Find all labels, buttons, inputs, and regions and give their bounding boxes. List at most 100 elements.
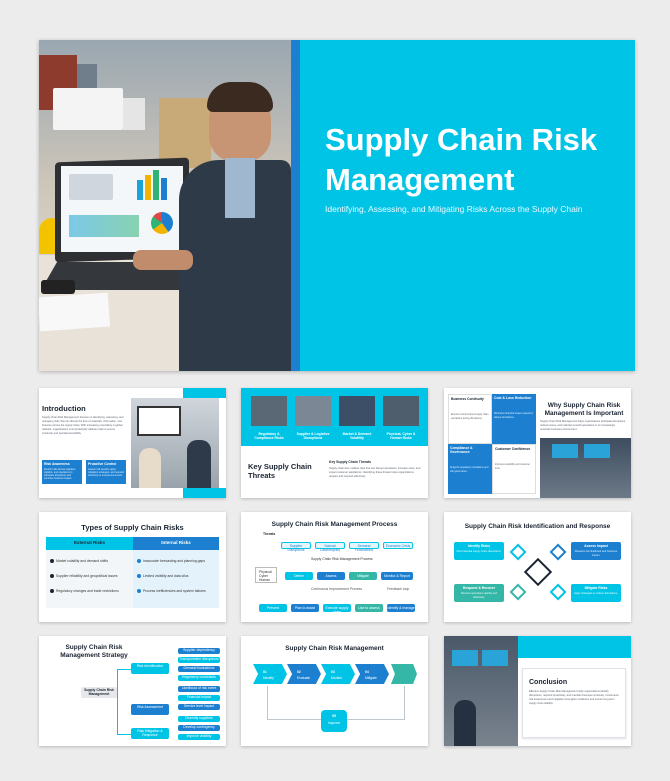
step-num: 01 <box>263 670 267 674</box>
respond-card: Respond & Recover Resolve operations qui… <box>454 584 504 602</box>
slide-why-important[interactable]: Business Continuity Ensures uninterrupte… <box>444 388 631 498</box>
cell-label: Cost & Loss Reduction <box>494 396 532 400</box>
monitor <box>552 444 578 458</box>
monitor <box>584 444 610 458</box>
why-cell: Customer Confidence Improves reliability… <box>492 444 536 494</box>
card-title: Assess Impact <box>584 544 608 548</box>
conclusion-title: Conclusion <box>529 679 568 686</box>
threat-box: Economic Crisis <box>383 542 413 549</box>
card-text: Find potential supply chain disruptions. <box>456 550 502 553</box>
outcome-step: Prevent <box>259 604 287 612</box>
bullet-icon <box>137 559 141 563</box>
step-num: 05 <box>332 714 336 718</box>
hero-title: Supply Chain Risk Management <box>325 122 598 197</box>
why-grid: Business Continuity Ensures uninterrupte… <box>448 394 536 494</box>
cell-label: Compliance & Governance <box>450 446 473 454</box>
identify-card: Identify Risks Find potential supply cha… <box>454 542 504 560</box>
conclusion-card <box>522 668 626 738</box>
slide-types-of-risks[interactable]: Types of Supply Chain Risks External Ris… <box>39 512 226 622</box>
threat-photo <box>295 396 331 426</box>
intro-body: Supply Chain Risk Management focuses on … <box>42 416 124 435</box>
improve-step: 05 Improve <box>321 710 347 732</box>
threat-type: Cyber <box>259 574 269 578</box>
strategy-branch: Risk Identification <box>131 663 169 674</box>
strategy-title: Supply Chain Risk Management Strategy <box>60 644 128 659</box>
slide-conclusion[interactable]: Conclusion Effective Supply Chain Risk M… <box>444 636 631 746</box>
diamond-icon <box>509 583 527 601</box>
boxes <box>159 98 211 168</box>
strategy-leaf: Service level impact <box>178 704 220 710</box>
diamond-icon <box>509 543 527 561</box>
step-label: Mitigate <box>365 676 377 680</box>
strategy-leaf: Supplier dependency <box>178 648 220 654</box>
internal-item: Limited visibility and data silos <box>143 574 189 578</box>
internal-header-label: Internal Risks <box>161 540 191 545</box>
chevron-step <box>321 664 355 684</box>
threat-tile-physical: Physical, Cyber & Human Risks <box>386 432 416 440</box>
why-title: Why Supply Chain Risk Management Is Impo… <box>544 402 624 417</box>
bullet-icon <box>137 589 141 593</box>
process-title: Supply Chain Risk Management Process <box>271 521 398 528</box>
chevron-step <box>355 664 389 684</box>
outcome-step: Plan to assist <box>291 604 319 612</box>
bar-graphic <box>161 178 167 200</box>
process-step: Mitigate <box>349 572 377 580</box>
connector-line <box>117 669 131 735</box>
slide-key-threats[interactable]: Regulatory & Compliance Risks Supplier &… <box>241 388 428 498</box>
man-hand <box>133 250 193 270</box>
slide-process-steps[interactable]: Supply Chain Risk Management 01 Identify… <box>241 636 428 746</box>
slide-strategy[interactable]: Supply Chain Risk Management Strategy Su… <box>39 636 226 746</box>
cell-label: Business Continuity <box>451 397 484 401</box>
strategy-leaf: Develop contingency <box>178 725 220 731</box>
slide-process[interactable]: Supply Chain Risk Management Process Thr… <box>241 512 428 622</box>
slide-introduction[interactable]: Introduction Supply Chain Risk Managemen… <box>39 388 226 498</box>
threat-photo <box>383 396 419 426</box>
external-header-label: External Risks <box>73 540 106 545</box>
man-shirt <box>225 158 255 218</box>
why-cell: Compliance & Governance Supports regulat… <box>448 444 492 494</box>
outcome-step: Use to assess <box>355 604 383 612</box>
cycle-label: Continuous Improvement Process <box>311 587 363 591</box>
hero-subtitle: Identifying, Assessing, and Mitigating R… <box>325 204 583 214</box>
person <box>187 440 211 488</box>
card-text: Apply strategies to reduce disruptions. <box>574 592 618 595</box>
card-text: Resolve operations quickly and effective… <box>461 592 497 599</box>
card-title: Mitigate Risks <box>584 586 608 590</box>
external-item: Market volatility and demand shifts <box>56 559 109 563</box>
truck <box>53 88 123 130</box>
strategy-leaf: Financial impact <box>178 695 220 701</box>
step-num: 04 <box>365 670 369 674</box>
identify-title: Supply Chain Risk Identification and Res… <box>464 523 611 530</box>
internal-item: Process inefficiencies and system failur… <box>143 589 206 593</box>
assess-card: Assess Impact Measure risk likelihood an… <box>571 542 621 560</box>
monitor <box>482 650 508 666</box>
hero-accent-stripe <box>291 40 300 371</box>
chevron-step <box>253 664 287 684</box>
step-num: 03 <box>331 670 335 674</box>
truck-cab <box>123 98 145 130</box>
diamond-icon <box>549 543 567 561</box>
external-header: External Risks <box>46 537 133 550</box>
corner-accent <box>183 388 226 398</box>
outcome-step: Execute supply chain <box>323 604 351 614</box>
threats-title: Key Supply Chain Threats <box>248 462 312 480</box>
outcome-step: Identify & manage <box>387 604 415 612</box>
screen-graphic <box>137 406 181 436</box>
hero-slide[interactable]: Supply Chain Risk Management Identifying… <box>39 40 635 371</box>
bullet-icon <box>50 589 54 593</box>
threat-tile-regulatory: Regulatory & Compliance Risks <box>254 432 284 440</box>
bullet-icon <box>50 574 54 578</box>
strategy-branch: Risk Mitigation & Response <box>131 728 169 739</box>
slide-identification-response[interactable]: Supply Chain Risk Identification and Res… <box>444 512 631 622</box>
chevron-step <box>391 664 417 684</box>
step-label: Identify <box>263 676 274 680</box>
step-label: Evaluate <box>297 676 311 680</box>
card-title: Respond & Recover <box>462 586 496 590</box>
intro-card-awareness: Risk Awareness Identify risks across sup… <box>42 460 82 484</box>
diamond-icon <box>549 583 567 601</box>
strategy-root: Supply Chain Risk Management <box>81 687 117 698</box>
internal-header: Internal Risks <box>133 537 219 550</box>
external-item: Supplier reliability and geopolitical is… <box>56 574 118 578</box>
why-body: Supply Chain Risk Management helps organ… <box>540 420 626 431</box>
